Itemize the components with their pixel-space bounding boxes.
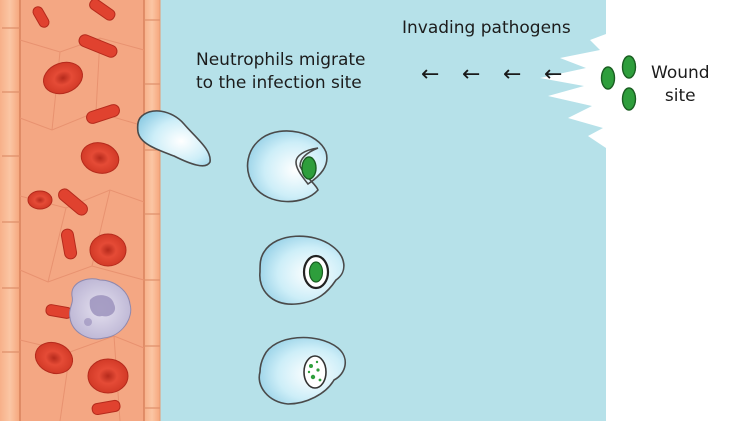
red-blood-cell: [34, 341, 74, 375]
migration-label-line2: to the infection site: [196, 73, 362, 93]
wound-edge: [540, 0, 738, 421]
red-blood-cell: [91, 399, 121, 416]
lymphocyte: [69, 278, 132, 340]
migration-label-line1: Neutrophils migrate: [196, 50, 366, 70]
neutrophil-digesting: [258, 336, 346, 405]
red-blood-cell: [43, 61, 83, 95]
pathogen: [621, 87, 637, 111]
wound-site-label: Wound site: [651, 62, 710, 108]
migration-label: Neutrophils migrate to the infection sit…: [196, 49, 366, 95]
red-blood-cell: [86, 104, 120, 124]
wound-pathogens: [600, 55, 637, 111]
red-blood-cells: [27, 61, 129, 394]
left-arrow-icon: ←: [544, 62, 563, 87]
neutrophil-engulfing: [246, 130, 328, 203]
red-blood-cells-side: [32, 0, 121, 416]
invading-pathogens-label: Invading pathogens: [402, 18, 571, 38]
pathogen-fragments: [307, 360, 322, 382]
red-blood-cell: [58, 188, 88, 216]
pathogen: [308, 261, 324, 283]
left-arrow-icon: ←: [421, 62, 440, 87]
red-blood-cell: [60, 228, 78, 260]
pathogen: [301, 156, 317, 180]
red-blood-cell: [78, 34, 118, 58]
blood-vessel: [0, 0, 161, 421]
pathogen: [621, 55, 637, 79]
left-arrow-icon: ←: [462, 62, 481, 87]
phagosome: [303, 355, 327, 389]
wound-site-label-line1: Wound: [651, 63, 710, 83]
red-blood-cell: [80, 142, 120, 174]
red-blood-cell: [89, 0, 116, 21]
wound-site-label-line2: site: [664, 86, 696, 106]
neutrophil-exiting-vessel: [136, 110, 211, 167]
neutrophil-phagosome: [259, 235, 345, 305]
red-blood-cell: [87, 358, 129, 394]
pathogen: [600, 66, 616, 90]
red-blood-cell: [27, 190, 53, 210]
red-blood-cell: [89, 233, 127, 267]
red-blood-cell: [32, 6, 50, 28]
left-arrow-icon: ←: [503, 62, 522, 87]
